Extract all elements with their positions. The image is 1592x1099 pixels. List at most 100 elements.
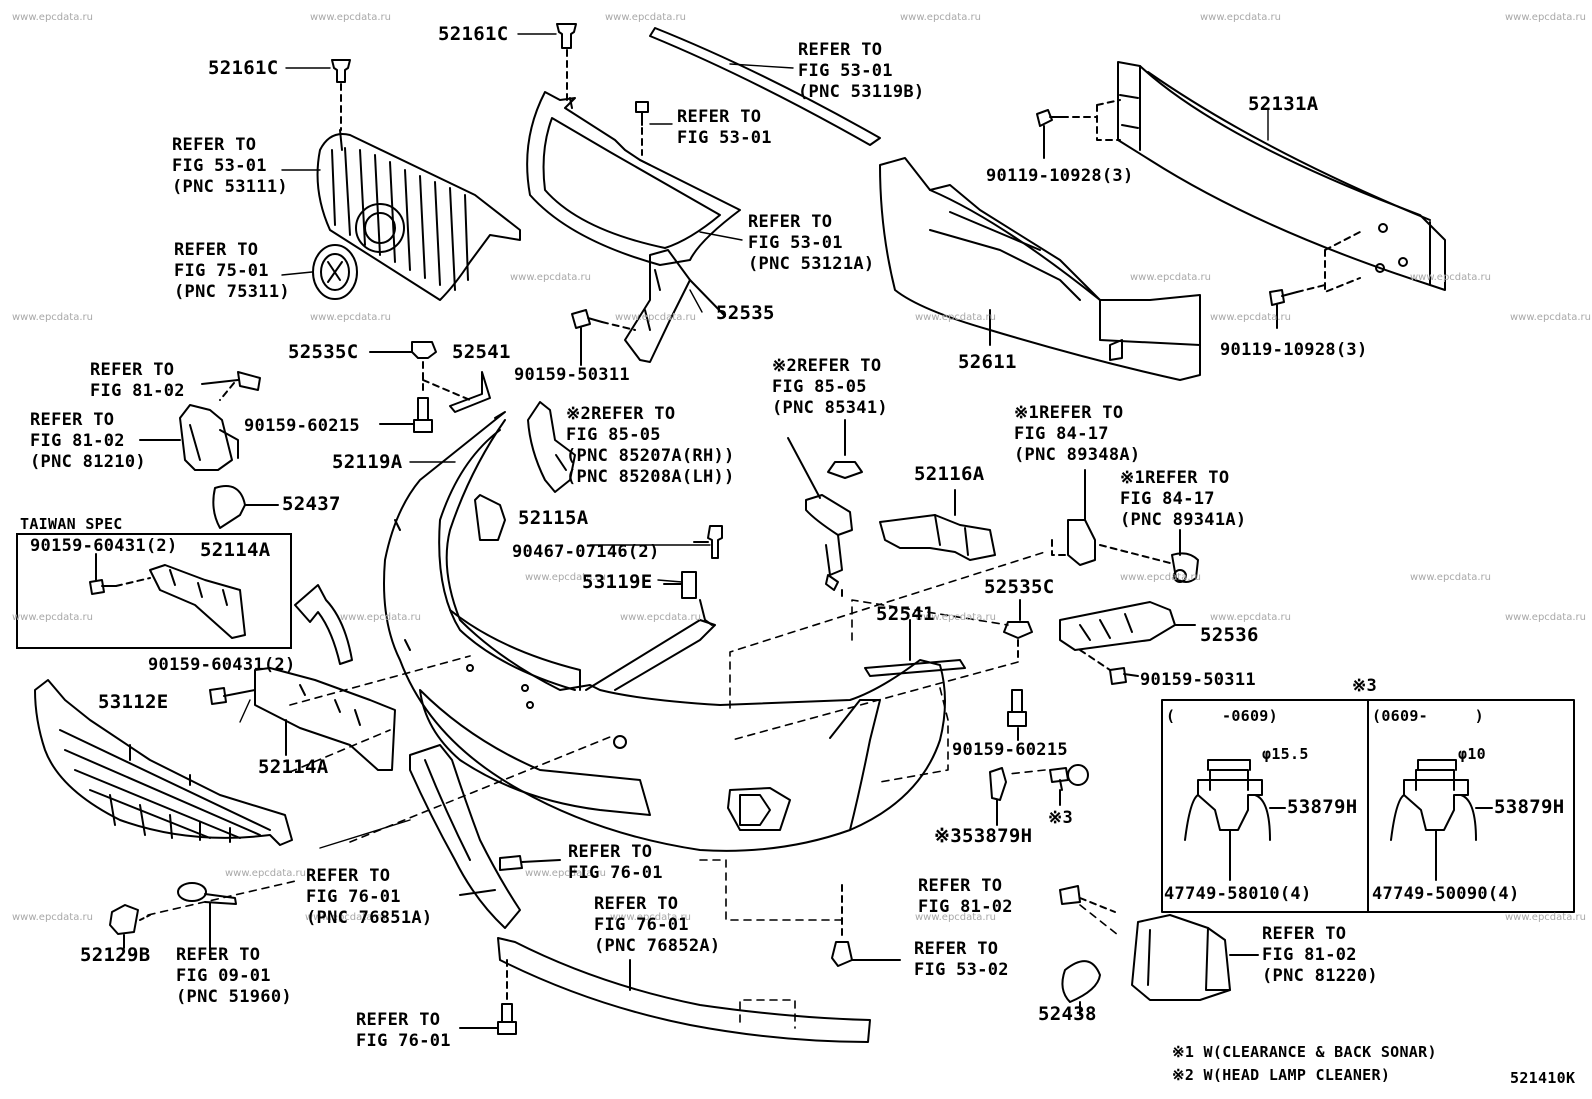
headlamp-cleaner-drawing xyxy=(787,419,863,601)
taiwan-spec-heading: TAIWAN SPEC xyxy=(20,515,123,533)
part-label-52536[interactable]: 52536 xyxy=(1200,624,1259,646)
bolt-90119-upper-drawing xyxy=(1036,109,1098,159)
ref-fig-76-01-bolt-lower[interactable]: REFER TO FIG 76-01 xyxy=(356,1010,451,1051)
leader-lines xyxy=(239,33,1269,849)
part-label-52114a-taiwan[interactable]: 52114A xyxy=(200,539,271,561)
fog-lamp-81210-drawing xyxy=(139,404,239,471)
ref-fig-84-17-pnc-89341a[interactable]: ※1REFER TO FIG 84-17 (PNC 89341A) xyxy=(1120,468,1247,530)
watermark: www.epcdata.ru xyxy=(615,312,696,323)
ref-fig-81-02-bolt[interactable]: REFER TO FIG 81-02 xyxy=(90,360,185,401)
part-label-52611[interactable]: 52611 xyxy=(958,351,1017,373)
bumper-cover-52119a-drawing xyxy=(383,411,946,852)
cover-52115a-drawing xyxy=(527,401,576,493)
seal-52541-lower-drawing xyxy=(864,619,966,677)
ref-fig-53-01-pnc-53121a[interactable]: REFER TO FIG 53-01 (PNC 53121A) xyxy=(748,212,875,274)
ref-fig-81-02-pnc-81220[interactable]: REFER TO FIG 81-02 (PNC 81220) xyxy=(1262,924,1378,986)
ref-fig-53-01-pnc-53111[interactable]: REFER TO FIG 53-01 (PNC 53111) xyxy=(172,135,288,197)
ref-fig-53-01-pnc-53119b[interactable]: REFER TO FIG 53-01 (PNC 53119B) xyxy=(798,40,925,102)
watermark: www.epcdata.ru xyxy=(1410,272,1491,283)
watermark: www.epcdata.ru xyxy=(1130,272,1211,283)
part-label-90119-10928-upper[interactable]: 90119-10928(3) xyxy=(986,166,1134,186)
ref-fig-09-01-pnc-51960[interactable]: REFER TO FIG 09-01 (PNC 51960) xyxy=(176,945,292,1007)
part-label-53119e[interactable]: 53119E xyxy=(582,571,653,593)
watermark: www.epcdata.ru xyxy=(1200,12,1281,23)
emblem-drawing xyxy=(312,244,358,300)
part-label-52115a[interactable]: 52115A xyxy=(518,507,589,529)
ref-fig-76-01-clip[interactable]: REFER TO FIG 76-01 xyxy=(568,842,663,883)
reinforcement-52131a-drawing xyxy=(1096,61,1446,293)
clip-52161c-left-drawing xyxy=(331,59,351,131)
watermark: www.epcdata.ru xyxy=(525,572,606,583)
bolt-ref-7601-lower-drawing xyxy=(459,959,517,1035)
absorber-52611-drawing xyxy=(879,157,1201,381)
ref-fig-81-02-bolt-lower[interactable]: REFER TO FIG 81-02 xyxy=(918,876,1013,917)
bolt-90159-50311-upper-drawing xyxy=(571,309,636,366)
part-label-90467-07146[interactable]: 90467-07146(2) xyxy=(512,542,660,562)
part-label-52131a[interactable]: 52131A xyxy=(1248,93,1319,115)
watermark: www.epcdata.ru xyxy=(915,612,996,623)
part-label-90159-60431-taiwan[interactable]: 90159-60431(2) xyxy=(30,536,178,556)
upper-molding-strip-drawing xyxy=(649,27,881,146)
part-label-52541-upper[interactable]: 52541 xyxy=(452,341,511,363)
part-label-47749-58010[interactable]: 47749-58010(4) xyxy=(1164,884,1312,904)
part-label-53879h[interactable]: ※353879H xyxy=(934,825,1033,847)
ref-fig-53-02[interactable]: REFER TO FIG 53-02 xyxy=(914,939,1009,980)
part-label-53879h-detail-a[interactable]: 53879H xyxy=(1287,796,1358,818)
ref-fig-75-01-pnc-75311[interactable]: REFER TO FIG 75-01 (PNC 75311) xyxy=(174,240,290,302)
ref-fig-76-01-pnc-76851a[interactable]: REFER TO FIG 76-01 (PNC 76851A) xyxy=(306,866,433,928)
license-bracket-52114a-drawing xyxy=(209,667,396,771)
part-label-47749-50090[interactable]: 47749-50090(4) xyxy=(1372,884,1520,904)
ref-fig-85-05-pnc-85341[interactable]: ※2REFER TO FIG 85-05 (PNC 85341) xyxy=(772,356,888,418)
part-label-53112e[interactable]: 53112E xyxy=(98,691,169,713)
retainer-53879h-drawing xyxy=(989,764,1089,826)
clip-52161c-top-drawing xyxy=(556,23,577,101)
part-label-52535c-upper[interactable]: 52535C xyxy=(288,341,359,363)
watermark: www.epcdata.ru xyxy=(1505,912,1586,923)
watermark: www.epcdata.ru xyxy=(610,912,691,923)
part-label-90159-60215-lower[interactable]: 90159-60215 xyxy=(952,740,1068,760)
part-label-52541-lower[interactable]: 52541 xyxy=(876,603,935,625)
part-label-52114a-lower[interactable]: 52114A xyxy=(258,756,329,778)
part-label-52161c-left[interactable]: 52161C xyxy=(208,57,279,79)
part-label-90159-50311-lower[interactable]: 90159-50311 xyxy=(1140,670,1256,690)
sonar-bracket-89348a-drawing xyxy=(1051,469,1096,566)
part-label-90159-60431-lower[interactable]: 90159-60431(2) xyxy=(148,655,296,675)
watermark: www.epcdata.ru xyxy=(340,612,421,623)
lower-grille-53112e-drawing xyxy=(34,679,293,846)
watermark: www.epcdata.ru xyxy=(1510,312,1591,323)
part-label-52129b[interactable]: 52129B xyxy=(80,944,151,966)
seal-52541-upper-drawing xyxy=(449,371,491,413)
detail-clip-drawing-a xyxy=(1184,759,1286,881)
watermark: www.epcdata.ru xyxy=(510,272,591,283)
ref-fig-53-01-bolt[interactable]: REFER TO FIG 53-01 xyxy=(677,107,772,148)
watermark: www.epcdata.ru xyxy=(12,912,93,923)
watermark: www.epcdata.ru xyxy=(605,12,686,23)
bolt-ref-8102-upper-drawing xyxy=(201,371,261,401)
part-label-52119a[interactable]: 52119A xyxy=(332,451,403,473)
watermark: www.epcdata.ru xyxy=(1410,572,1491,583)
part-label-90159-50311-upper[interactable]: 90159-50311 xyxy=(514,365,630,385)
part-label-53879h-detail-b[interactable]: 53879H xyxy=(1494,796,1565,818)
part-label-52535[interactable]: 52535 xyxy=(716,302,775,324)
part-label-52438[interactable]: 52438 xyxy=(1038,1003,1097,1025)
front-grille-drawing xyxy=(316,129,521,301)
ref-fig-76-01-pnc-76852a[interactable]: REFER TO FIG 76-01 (PNC 76852A) xyxy=(594,894,721,956)
taiwan-spec-parts-drawing xyxy=(89,553,246,639)
date-range-until-0609: ( -0609) xyxy=(1166,707,1278,725)
ref-fig-84-17-pnc-89348a[interactable]: ※1REFER TO FIG 84-17 (PNC 89348A) xyxy=(1014,403,1141,465)
clip-52535c-upper-drawing xyxy=(369,341,471,401)
part-label-52161c-top[interactable]: 52161C xyxy=(438,23,509,45)
watermark: www.epcdata.ru xyxy=(225,868,306,879)
part-label-52437[interactable]: 52437 xyxy=(282,493,341,515)
diagram-code: 521410K xyxy=(1510,1069,1576,1087)
watermark: www.epcdata.ru xyxy=(620,612,701,623)
watermark: www.epcdata.ru xyxy=(1210,612,1291,623)
ref-fig-85-05-pnc-85207a[interactable]: ※2REFER TO FIG 85-05 (PNC 85207A(RH)) (P… xyxy=(566,404,735,487)
part-label-90119-10928-lower[interactable]: 90119-10928(3) xyxy=(1220,340,1368,360)
watermark: www.epcdata.ru xyxy=(1505,12,1586,23)
footnote-2: ※2 W(HEAD LAMP CLEANER) xyxy=(1172,1066,1391,1084)
part-label-52116a[interactable]: 52116A xyxy=(914,463,985,485)
part-label-90159-60215-upper[interactable]: 90159-60215 xyxy=(244,416,360,436)
part-label-52535c-lower[interactable]: 52535C xyxy=(984,576,1055,598)
ref-fig-81-02-pnc-81210[interactable]: REFER TO FIG 81-02 (PNC 81210) xyxy=(30,410,146,472)
